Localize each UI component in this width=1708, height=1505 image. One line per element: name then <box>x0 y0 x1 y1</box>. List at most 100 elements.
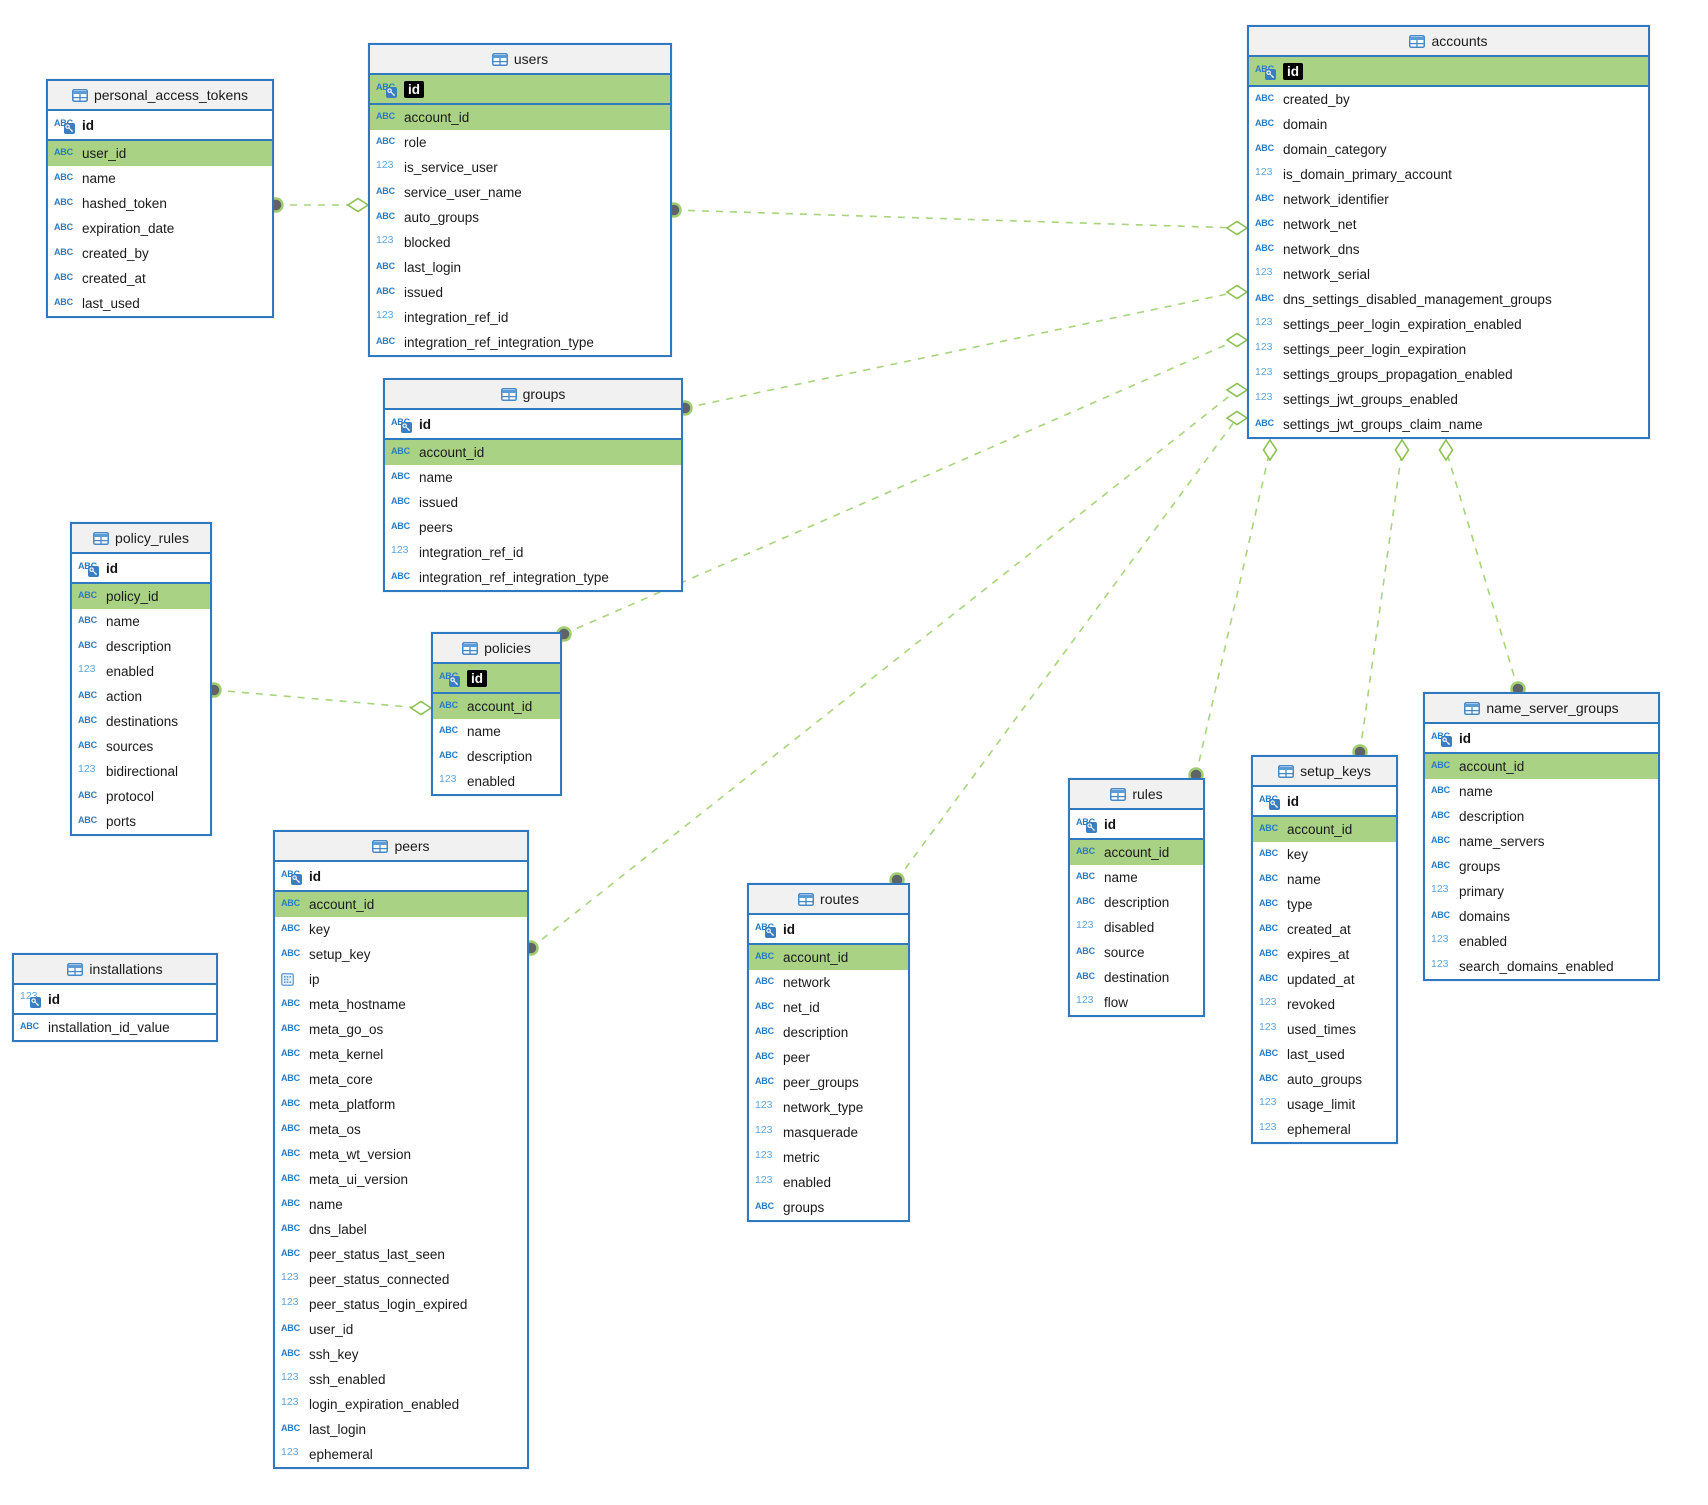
table-header-rules[interactable]: rules <box>1070 780 1203 810</box>
table-header-setup_keys[interactable]: setup_keys <box>1253 757 1396 787</box>
column-row-ip[interactable]: ip <box>275 967 527 992</box>
table-header-peers[interactable]: peers <box>275 832 527 862</box>
table-header-users[interactable]: users <box>370 45 670 75</box>
table-header-installations[interactable]: installations <box>14 955 216 985</box>
table-header-policies[interactable]: policies <box>433 634 560 664</box>
table-header-accounts[interactable]: accounts <box>1249 27 1648 57</box>
